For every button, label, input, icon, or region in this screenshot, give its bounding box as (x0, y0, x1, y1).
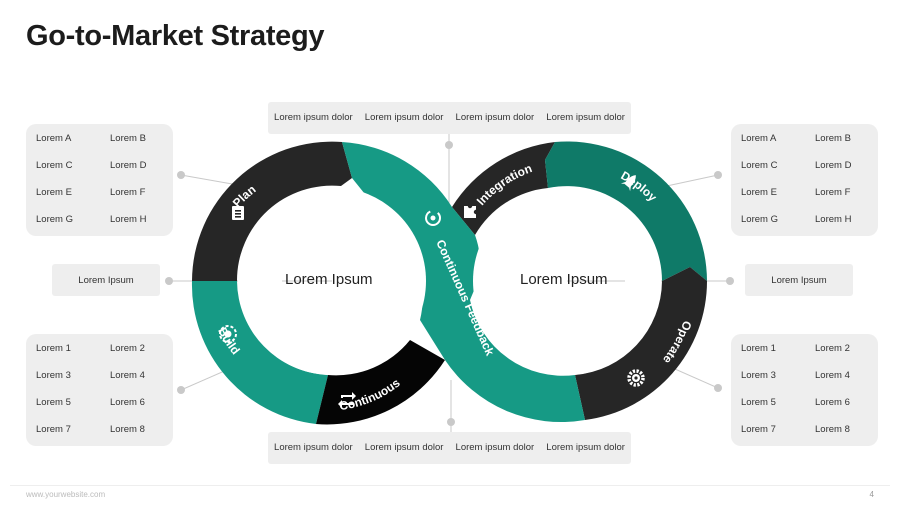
list-item: Lorem 3 (36, 370, 71, 381)
segment-continuous-feedback[interactable] (342, 142, 585, 423)
list-item: Lorem E (741, 187, 777, 198)
bottom-bar-item: Lorem ipsum dolor (274, 442, 353, 453)
list-item: Lorem 1 (741, 343, 776, 354)
list-item: Lorem 8 (815, 424, 850, 435)
list-item: Lorem G (36, 214, 73, 225)
list-item: Lorem 4 (815, 370, 850, 381)
left-top-grid: Lorem A Lorem B Lorem C Lorem D Lorem E … (36, 132, 184, 226)
list-item: Lorem A (741, 133, 777, 144)
right-top-box (731, 124, 878, 236)
list-item: Lorem C (741, 160, 778, 171)
list-item: Lorem 1 (36, 343, 71, 354)
segment-deploy[interactable] (545, 141, 707, 281)
list-item: Lorem 2 (110, 343, 145, 354)
refresh-icon (425, 210, 441, 226)
list-item: Lorem G (741, 214, 778, 225)
right-bottom-grid: Lorem 1 Lorem 2 Lorem 3 Lorem 4 Lorem 5 … (741, 342, 889, 436)
bottom-info-bar: Lorem ipsum dolor Lorem ipsum dolor Lore… (268, 432, 631, 464)
list-item: Lorem F (110, 187, 146, 198)
footer-divider (10, 485, 890, 486)
list-item: Lorem 6 (110, 397, 145, 408)
list-item: Lorem B (815, 133, 851, 144)
list-item: Lorem 5 (741, 397, 776, 408)
list-item: Lorem H (110, 214, 147, 225)
puzzle-icon (464, 203, 479, 218)
list-item: Lorem B (110, 133, 146, 144)
list-item: Lorem 7 (741, 424, 776, 435)
bottom-bar-item: Lorem ipsum dolor (546, 442, 625, 453)
left-bottom-grid: Lorem 1 Lorem 2 Lorem 3 Lorem 4 Lorem 5 … (36, 342, 184, 436)
list-item: Lorem 4 (110, 370, 145, 381)
list-item: Lorem C (36, 160, 73, 171)
repeat-icon (338, 392, 356, 408)
segment-plan[interactable] (192, 141, 352, 281)
rocket-icon (620, 175, 636, 192)
top-info-bar: Lorem ipsum dolor Lorem ipsum dolor Lore… (268, 102, 631, 134)
right-bottom-box (731, 334, 878, 446)
gear-circle-icon (219, 325, 237, 343)
top-bar-item: Lorem ipsum dolor (546, 112, 625, 123)
list-item: Lorem F (815, 187, 851, 198)
list-item: Lorem H (815, 214, 852, 225)
bottom-bar-item: Lorem ipsum dolor (455, 442, 535, 453)
top-bar-item: Lorem ipsum dolor (274, 112, 353, 123)
list-item: Lorem 7 (36, 424, 71, 435)
page-title: Go-to-Market Strategy (26, 20, 325, 52)
right-side-label: Lorem Ipsum (745, 264, 853, 296)
footer-website: www.yourwebsite.com (26, 490, 106, 499)
list-item: Lorem 6 (815, 397, 850, 408)
segment-build[interactable] (191, 281, 328, 424)
left-center-label: Lorem Ipsum (285, 271, 373, 288)
top-bar-item: Lorem ipsum dolor (455, 112, 535, 123)
page-number: 4 (869, 490, 874, 499)
left-bottom-box (26, 334, 173, 446)
left-side-label: Lorem Ipsum (52, 264, 160, 296)
list-item: Lorem D (815, 160, 852, 171)
bottom-bar-item: Lorem ipsum dolor (364, 442, 444, 453)
list-item: Lorem 8 (110, 424, 145, 435)
clipboard-icon (232, 206, 244, 220)
list-item: Lorem 3 (741, 370, 776, 381)
connector-dots (165, 141, 734, 426)
gear-icon (627, 369, 645, 387)
list-item: Lorem D (110, 160, 147, 171)
left-top-box (26, 124, 173, 236)
list-item: Lorem 2 (815, 343, 850, 354)
list-item: Lorem 5 (36, 397, 71, 408)
segment-operate[interactable] (575, 267, 708, 420)
list-item: Lorem A (36, 133, 72, 144)
right-top-grid: Lorem A Lorem B Lorem C Lorem D Lorem E … (741, 132, 889, 226)
list-item: Lorem E (36, 187, 72, 198)
right-center-label: Lorem Ipsum (520, 271, 608, 288)
top-bar-item: Lorem ipsum dolor (364, 112, 444, 123)
